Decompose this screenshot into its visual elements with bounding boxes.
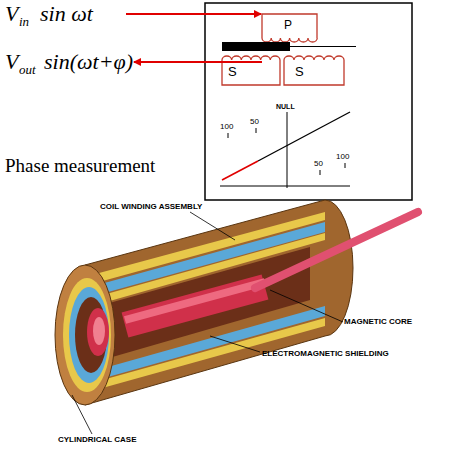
output-line-red — [222, 161, 258, 180]
signal-expression: sin(ωt+φ) — [44, 51, 133, 73]
part-label: MAGNETIC CORE — [344, 318, 412, 326]
leader-line — [190, 212, 235, 240]
leader-line — [270, 290, 343, 322]
tick — [320, 170, 321, 175]
coil-label: S — [228, 65, 237, 78]
core-highlight — [125, 282, 265, 320]
leader-line — [210, 336, 260, 352]
core-face-inner — [93, 317, 105, 345]
output-arrow — [134, 61, 262, 63]
schematic-frame — [205, 3, 412, 200]
signal-expression: sin ωt — [40, 3, 93, 25]
secondary-coil — [222, 56, 280, 85]
cylindrical-case — [85, 200, 353, 405]
signal-name: V — [5, 3, 18, 25]
signal-subscript: in — [19, 15, 29, 28]
core-rod — [290, 46, 356, 47]
core-rod — [255, 212, 418, 288]
graph-caption: Phase measurement — [5, 156, 155, 175]
coil-label: S — [295, 65, 304, 78]
primary-coil — [262, 14, 317, 42]
scale-number: 50 — [314, 160, 323, 168]
part-label: CYLINDRICAL CASE — [58, 436, 137, 444]
tick — [256, 128, 257, 133]
tick — [228, 133, 229, 138]
coil-face — [69, 287, 109, 383]
scale-number: 50 — [250, 118, 259, 126]
input-arrow — [126, 13, 261, 15]
output-line — [258, 112, 350, 161]
baseline — [220, 186, 350, 187]
shielding-face — [63, 278, 111, 392]
magnetic-core — [125, 287, 265, 325]
part-label: ELECTROMAGNETIC SHIELDING — [262, 350, 389, 358]
coil-label: P — [284, 19, 292, 31]
signal-name: V — [5, 51, 18, 73]
tick — [345, 163, 346, 168]
core-bar — [222, 42, 290, 51]
scale-number: 100 — [220, 123, 233, 131]
leader-line — [72, 395, 92, 434]
part-label: COIL WINDING ASSEMBLY — [100, 203, 202, 211]
null-label: NULL — [276, 103, 295, 110]
case-face — [55, 265, 115, 405]
scale-number: 100 — [336, 153, 349, 161]
signal-subscript: out — [19, 63, 36, 76]
secondary-coil — [284, 56, 344, 85]
null-axis — [287, 112, 288, 188]
core-face — [87, 308, 109, 356]
